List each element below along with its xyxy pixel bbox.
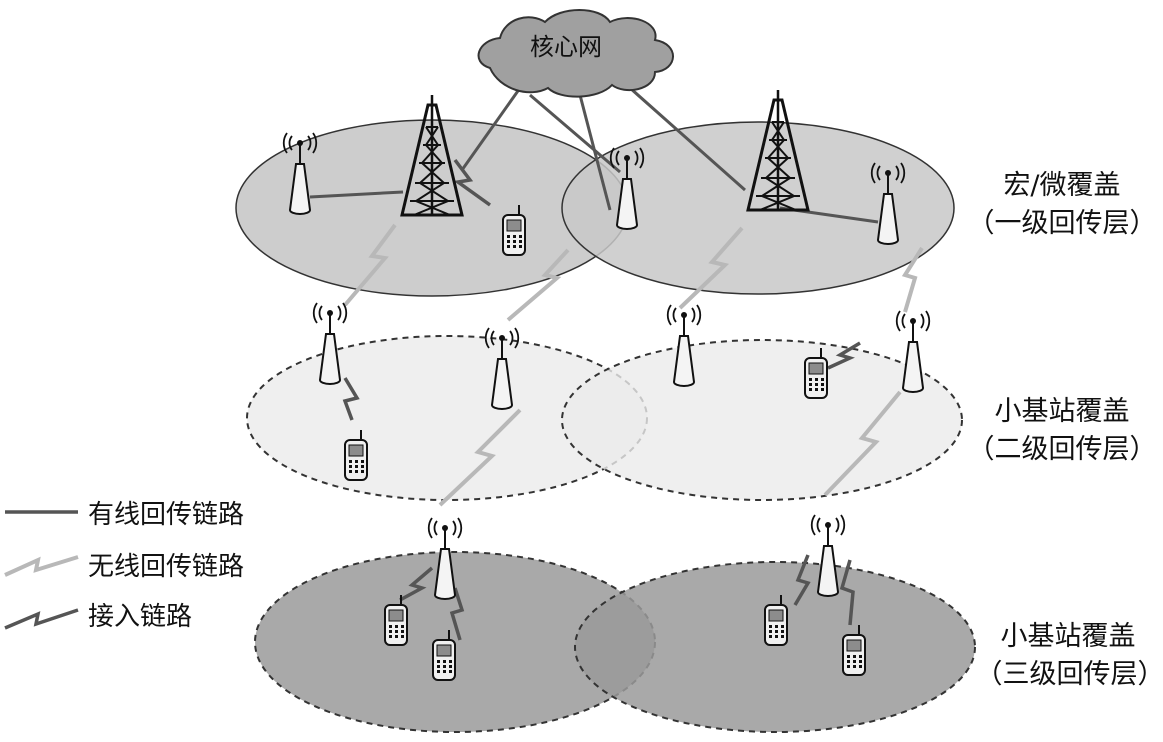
layer3-subtitle: （三级回传层） <box>976 659 1163 690</box>
legend-wireless-label: 无线回传链路 <box>88 552 244 582</box>
legend: 有线回传链路 无线回传链路 接入链路 <box>88 500 244 632</box>
access-link <box>827 341 861 370</box>
access-link <box>449 587 465 641</box>
legend-wired-label: 有线回传链路 <box>88 500 244 530</box>
wireless-link <box>901 246 924 313</box>
core-network-cloud: 核心网 <box>477 9 674 98</box>
layer3-coverage <box>254 551 976 733</box>
wireless-link <box>438 408 522 507</box>
layer2-label: 小基站覆盖 （二级回传层） <box>968 396 1157 465</box>
wireless-link <box>506 248 570 322</box>
layer3-cell-right <box>574 561 976 733</box>
wired-link <box>629 86 746 192</box>
layer1-cell-right <box>561 121 955 295</box>
wired-link <box>460 87 522 171</box>
layer1-coverage <box>235 119 955 297</box>
layer2-cell-right <box>561 339 963 501</box>
layer2-title: 小基站覆盖 <box>995 396 1130 427</box>
wireless-link <box>343 223 397 307</box>
wired-links <box>309 86 879 224</box>
layer1-subtitle: （一级回传层） <box>968 208 1157 239</box>
layer2-subtitle: （二级回传层） <box>968 434 1157 465</box>
layer3-title: 小基站覆盖 <box>1001 621 1136 652</box>
access-links <box>4 158 861 641</box>
wired-link <box>309 190 404 199</box>
access-link <box>342 377 360 421</box>
layer3-label: 小基站覆盖 （三级回传层） <box>976 621 1163 690</box>
access-link <box>793 554 811 606</box>
layer1-title: 宏/微覆盖 <box>1003 170 1120 201</box>
wireless-link <box>678 226 744 310</box>
access-link <box>839 559 855 626</box>
legend-access-label: 接入链路 <box>88 602 192 632</box>
wireless-link <box>823 390 902 497</box>
access-link <box>399 566 434 602</box>
wireless-links <box>4 223 924 577</box>
layer1-label: 宏/微覆盖 （一级回传层） <box>968 170 1157 239</box>
cloud-shape <box>477 9 674 98</box>
cloud-label: 核心网 <box>530 33 602 61</box>
wired-link <box>529 93 621 174</box>
legend-access-symbol <box>4 608 79 630</box>
legend-wireless-symbol <box>4 555 79 577</box>
access-link <box>453 158 492 207</box>
